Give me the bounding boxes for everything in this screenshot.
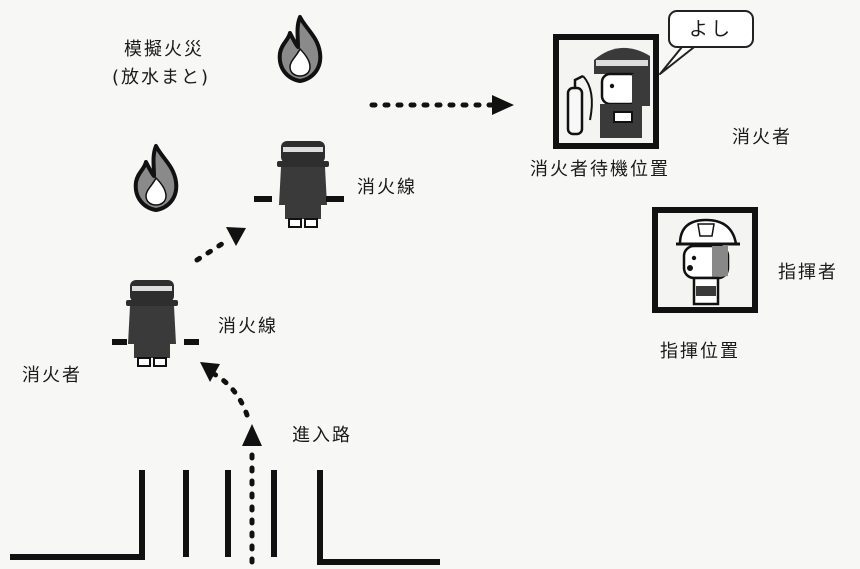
dotted-arrow-to-wait-position — [369, 95, 514, 115]
fire-line-label-lower: 消火線 — [218, 316, 278, 337]
firefighter-wait-box — [553, 34, 659, 149]
commander-icon — [682, 244, 730, 306]
commander-label: 指揮者 — [778, 262, 838, 283]
mock-fire-flame-icon — [277, 15, 323, 83]
speech-bubble-tail — [659, 41, 699, 75]
entrance-walls — [10, 470, 440, 565]
fire-extinguisher-icon — [566, 74, 593, 136]
firefighter-label-right: 消火者 — [732, 127, 792, 148]
approach-path-label: 進入路 — [292, 425, 352, 446]
firefighter-icon-upper — [276, 140, 330, 228]
commander-box — [652, 207, 758, 313]
fire-line-label-upper: 消火線 — [357, 177, 417, 198]
mock-fire-sub-label: (放水まと) — [112, 67, 211, 88]
dotted-arrow-approach-path — [242, 424, 262, 565]
command-position-label: 指揮位置 — [660, 341, 740, 362]
firefighter-wait-position-label: 消火者待機位置 — [530, 159, 670, 180]
firefighter-label-left: 消火者 — [22, 365, 82, 386]
speech-bubble: よし — [668, 10, 754, 48]
dotted-arrow-to-upper-fire-line — [194, 227, 246, 263]
commander-helmet-icon — [676, 218, 740, 246]
mock-fire-label: 模擬火災 — [124, 39, 204, 60]
dotted-curve-arrow-to-lower-fighter — [200, 362, 250, 418]
waiting-firefighter-icon — [594, 47, 650, 138]
fire-flame-icon — [133, 144, 179, 212]
firefighter-icon-lower — [125, 279, 179, 367]
